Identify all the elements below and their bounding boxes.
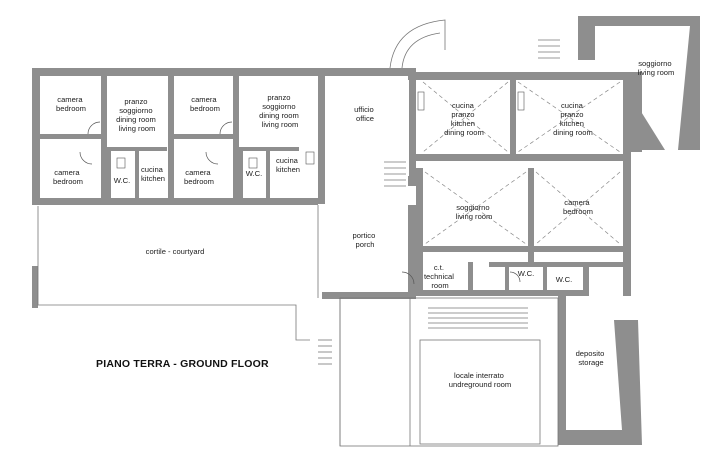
room-label-camera-bedroom-1: camera bedroom (56, 95, 86, 113)
room-label-soggiorno-living: soggiorno living room (456, 203, 493, 221)
room-label-wc-4: W.C. (556, 275, 572, 284)
room-label-deposito: deposito storage (576, 349, 607, 367)
vault-lines (422, 81, 621, 245)
room-label-cucina-pranzo-2: cucina pranzo kitchen dining room (553, 101, 593, 137)
doors (79, 121, 521, 285)
room-label-wc-3: W.C. (518, 269, 534, 278)
room-label-portico: portico porch (353, 231, 378, 249)
plan-title: PIANO TERRA - GROUND FLOOR (96, 358, 269, 370)
stairs-basement (428, 307, 528, 329)
room-label-wc-2: W.C. (246, 169, 262, 178)
stairs-office (384, 161, 406, 187)
room-label-wc-1: W.C. (114, 176, 130, 185)
room-label-interrato: locale interrato undreground room (449, 371, 511, 389)
room-label-cucina-kitchen-1: cucina kitchen (141, 165, 165, 183)
room-label-ufficio: ufficio office (354, 105, 376, 123)
room-label-technical: c.t. technical room (424, 263, 456, 290)
fixtures (116, 91, 525, 169)
stairs-top (538, 39, 560, 59)
room-labels: camera bedroom pranzo soggiorno dining r… (53, 59, 674, 389)
outlines (37, 19, 560, 447)
room-label-cucina-kitchen-2: cucina kitchen (276, 156, 300, 174)
room-label-camera-bedroom-4: camera bedroom (184, 168, 214, 186)
room-label-soggiorno-top: soggiorno living room (638, 59, 675, 77)
room-label-cucina-pranzo-1: cucina pranzo kitchen dining room (444, 101, 484, 137)
room-label-pranzo-1: pranzo soggiorno dining room living room (116, 97, 158, 133)
room-label-camera-bedroom-5: camera bedroom (563, 198, 593, 216)
room-label-camera-bedroom-3: camera bedroom (53, 168, 83, 186)
room-label-camera-bedroom-2: camera bedroom (190, 95, 220, 113)
room-label-cortile: cortile - courtyard (146, 247, 205, 256)
room-label-pranzo-2: pranzo soggiorno dining room living room (259, 93, 301, 129)
stairs-left (318, 339, 332, 365)
walls (32, 16, 700, 445)
